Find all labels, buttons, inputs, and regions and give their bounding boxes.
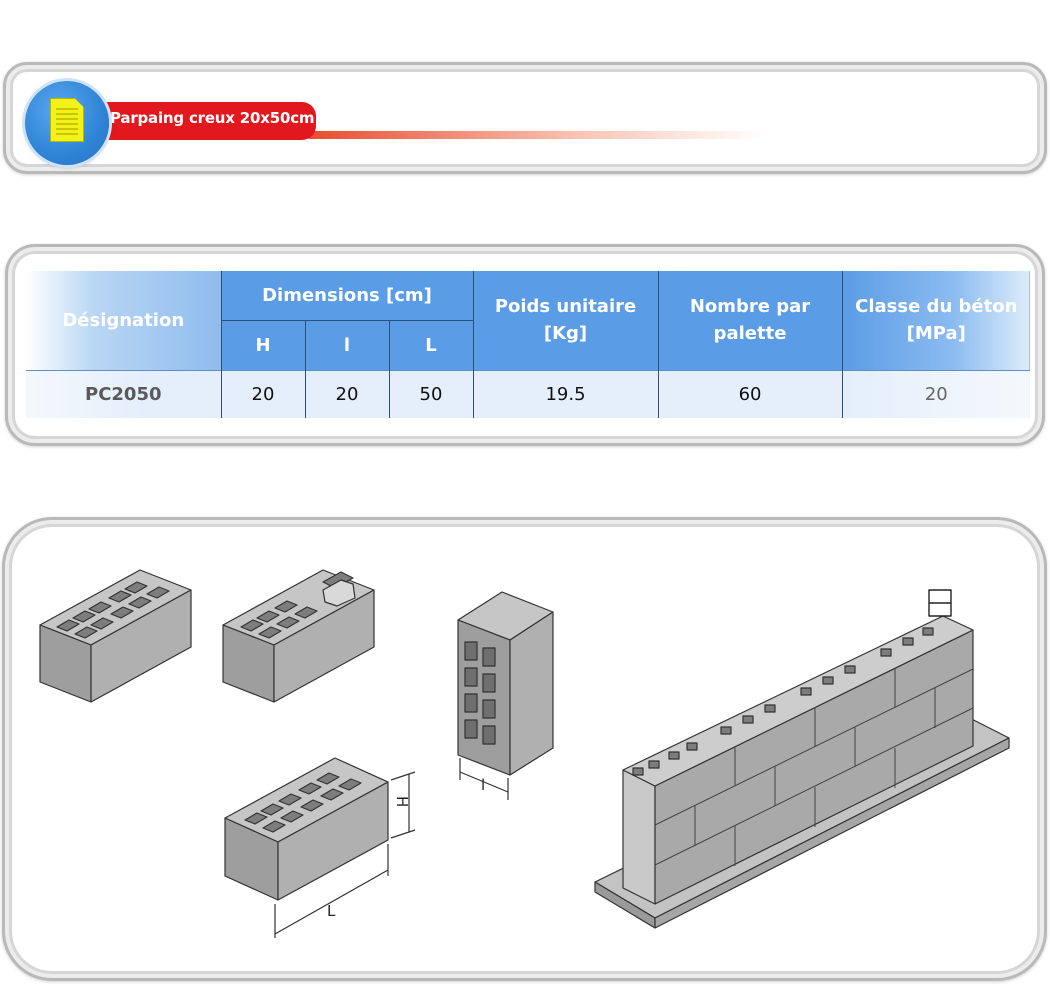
cell-l-small: 20 — [304, 369, 390, 418]
block-illustration-2 — [222, 569, 375, 703]
header-l-small: l — [304, 319, 390, 370]
cell-classe: 20 — [841, 369, 1030, 418]
document-icon — [50, 98, 84, 142]
cell-l-big: 50 — [388, 369, 474, 418]
illustration-panel: H L l — [2, 517, 1047, 981]
header-classe: Classe du béton [MPa] — [841, 271, 1030, 370]
cell-poids: 19.5 — [472, 369, 659, 418]
cell-designation: PC2050 — [26, 369, 222, 418]
header-poids: Poids unitaire [Kg] — [472, 271, 659, 370]
spec-table-panel: Désignation Dimensions [cm] Poids unitai… — [5, 244, 1045, 446]
cell-h: 20 — [220, 369, 306, 418]
header-nombre-label: Nombre par palette — [689, 296, 811, 345]
block-illustration-4 — [224, 757, 416, 938]
header-l-big: L — [388, 319, 474, 370]
block-illustration-1 — [39, 569, 192, 703]
wall-illustration — [594, 589, 1010, 929]
title-panel: Parpaing creux 20x50cm — [3, 62, 1047, 174]
document-badge — [25, 81, 109, 165]
table-row: PC2050 20 20 50 19.5 60 20 — [26, 369, 1030, 418]
dim-label-h: H — [393, 796, 411, 807]
title-underline — [306, 131, 766, 139]
cell-nombre: 60 — [657, 369, 843, 418]
header-dimensions: Dimensions [cm] — [220, 271, 474, 320]
block-illustration-3 — [457, 591, 554, 800]
dim-label-big-l: L — [327, 902, 336, 920]
blocks-illustration: H L l — [39, 569, 1010, 938]
header-poids-label: Poids unitaire [Kg] — [494, 296, 637, 345]
spec-table-wrapper: Désignation Dimensions [cm] Poids unitai… — [26, 271, 1030, 419]
header-classe-label: Classe du béton [MPa] — [855, 296, 1018, 345]
spec-table: Désignation Dimensions [cm] Poids unitai… — [26, 271, 1030, 418]
dim-label-small-l: l — [481, 776, 485, 794]
header-h: H — [220, 319, 306, 370]
header-designation: Désignation — [26, 271, 222, 370]
header-nombre: Nombre par palette — [657, 271, 843, 370]
page-title: Parpaing creux 20x50cm — [110, 109, 315, 127]
